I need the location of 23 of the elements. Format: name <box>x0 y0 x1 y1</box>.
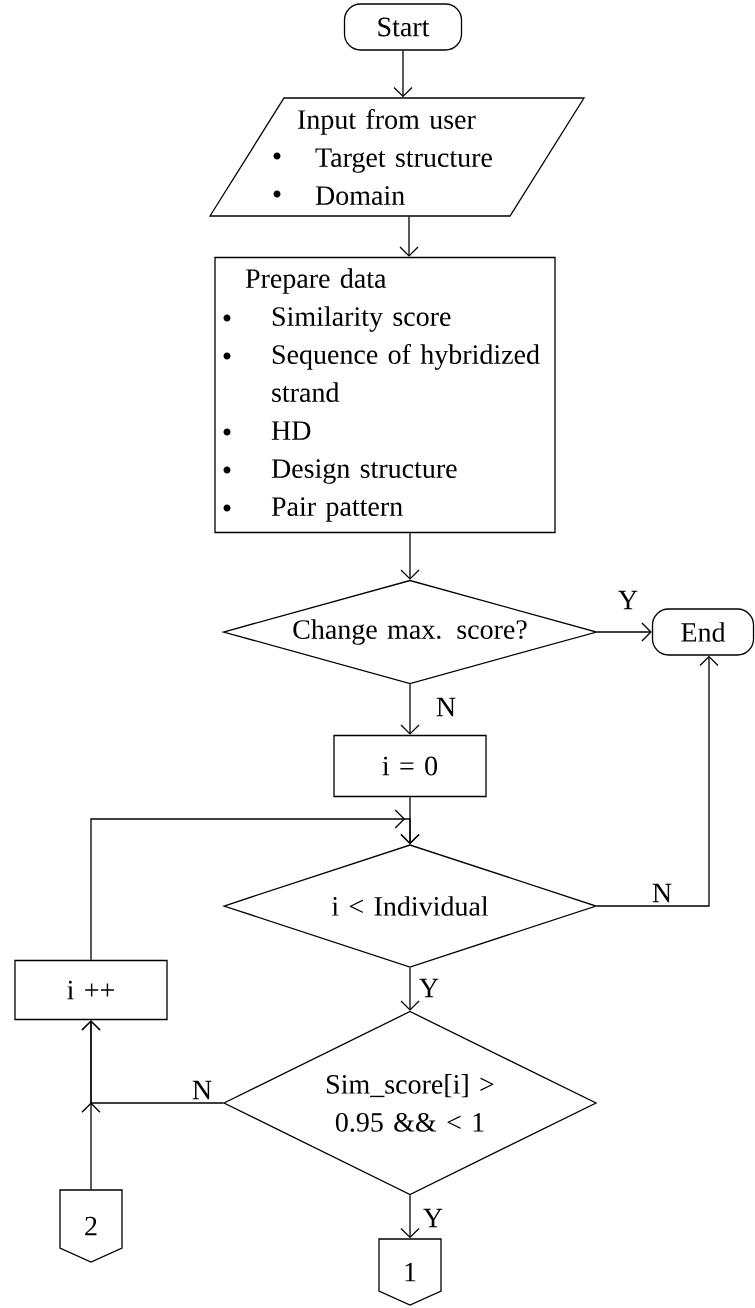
off-page-connector: 2 <box>59 1189 123 1263</box>
arrow <box>596 655 719 907</box>
edge-label: N <box>650 882 674 904</box>
process-box: i ++ <box>14 959 168 1021</box>
edge-label: N <box>434 696 458 718</box>
arrow <box>400 967 420 1011</box>
edge-label: Y <box>616 589 640 611</box>
arrow <box>400 532 420 580</box>
terminal: End <box>651 608 755 656</box>
arrow <box>400 683 420 735</box>
edge-label: Y <box>417 977 441 999</box>
arrow <box>400 1194 420 1239</box>
process-box: Prepare data Similarity score Sequence of hybridized strand HD Design structure Pair pattern <box>214 256 556 534</box>
edge-label: Y <box>421 1207 445 1229</box>
arrow <box>393 50 413 98</box>
arrow <box>90 809 420 961</box>
off-page-connector: 1 <box>378 1238 442 1306</box>
arrow <box>596 622 652 642</box>
edge-label: N <box>190 1079 214 1101</box>
terminal: Start <box>343 3 463 51</box>
process-box: i = 0 <box>333 734 487 798</box>
arrow <box>399 216 419 257</box>
arrow <box>81 1020 101 1190</box>
